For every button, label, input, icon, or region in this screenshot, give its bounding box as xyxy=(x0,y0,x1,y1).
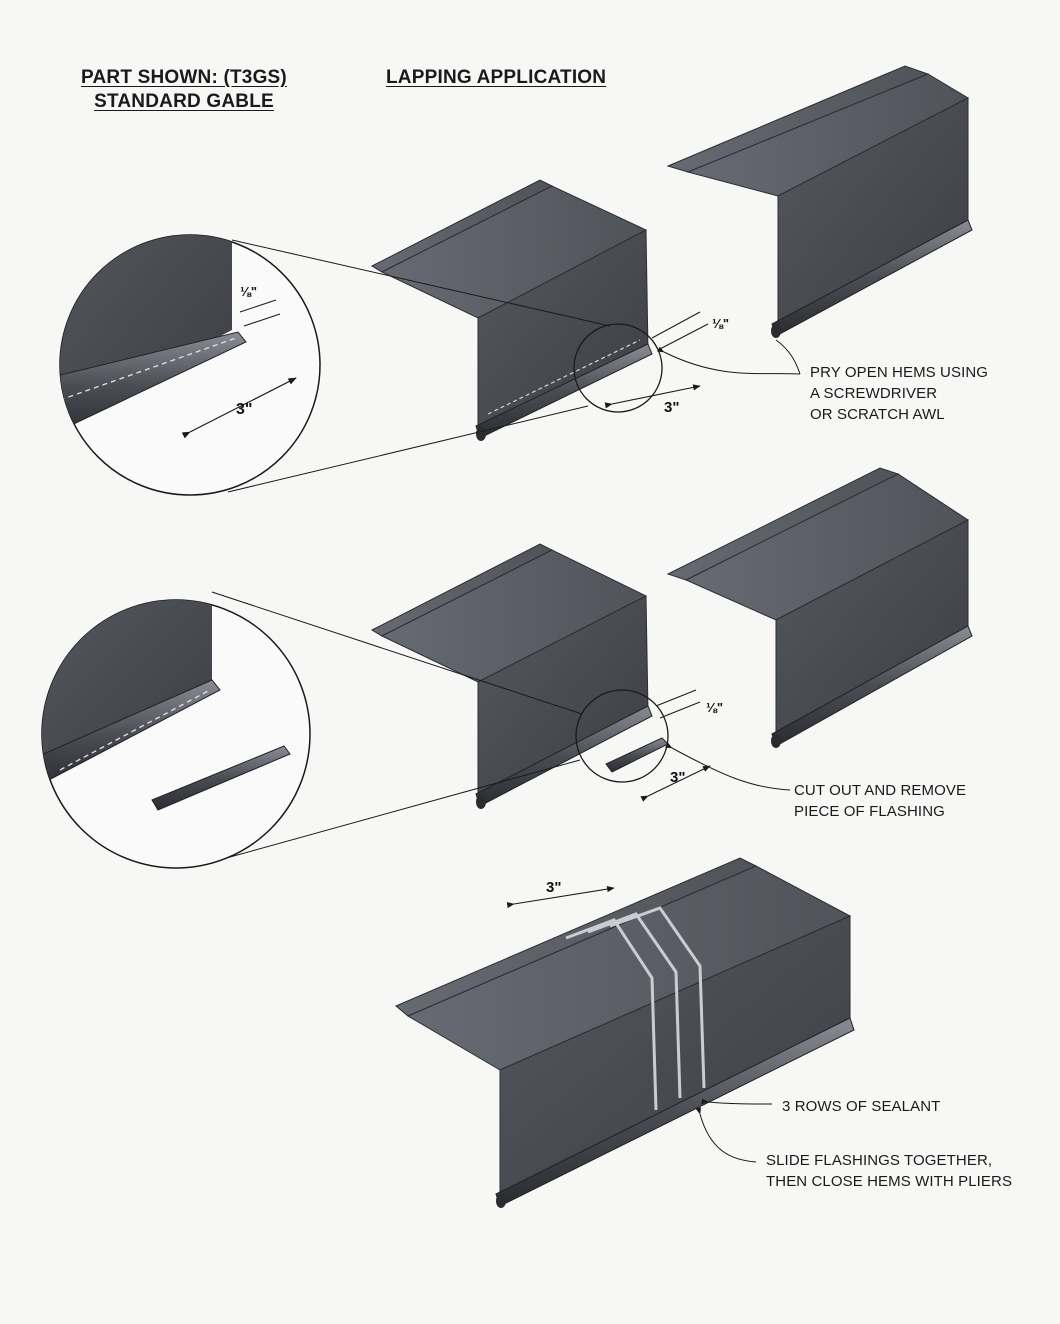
step2-dimensions: ⅛" 3" xyxy=(640,689,791,802)
step2-length-dim: 3" xyxy=(670,769,685,786)
step3-close-line2: THEN CLOSE HEMS WITH PLIERS xyxy=(766,1173,1013,1190)
removed-flashing-piece xyxy=(605,737,669,773)
step2-gap-dim: ⅛" xyxy=(706,700,723,715)
step1-dimensions: ⅛" 3" xyxy=(604,311,801,416)
step3-close-line1: SLIDE FLASHINGS TOGETHER, xyxy=(766,1152,993,1169)
step1-right-flashing xyxy=(666,65,973,338)
step1-length-dim: 3" xyxy=(664,399,679,416)
sealant-rows xyxy=(565,906,706,1111)
part-shown-title: PART SHOWN: (T3GS) STANDARD GABLE xyxy=(68,66,300,114)
step1-note-line3: OR SCRATCH AWL xyxy=(810,406,945,423)
sealant-note: 3 ROWS OF SEALANT xyxy=(782,1098,941,1115)
application-title: LAPPING APPLICATION xyxy=(386,67,607,88)
step1-gap-dim: ⅛" xyxy=(712,316,729,331)
detail1-length-dim: 3" xyxy=(236,401,252,418)
step1-note-line1: PRY OPEN HEMS USING xyxy=(810,364,989,381)
step3-assembled-flashing xyxy=(395,857,855,1208)
part-shown-line1: PART SHOWN: (T3GS) xyxy=(81,67,287,88)
step3-close-note: SLIDE FLASHINGS TOGETHER, THEN CLOSE HEM… xyxy=(766,1150,1012,1192)
step2-note: CUT OUT AND REMOVE PIECE OF FLASHING xyxy=(794,780,966,822)
step2-note-line1: CUT OUT AND REMOVE xyxy=(794,782,967,799)
step1-detail-callout: ⅛" 3" xyxy=(59,234,663,496)
detail1-gap-dim: ⅛" xyxy=(240,284,257,299)
step2-note-line2: PIECE OF FLASHING xyxy=(794,803,945,820)
step1-note-line2: A SCREWDRIVER xyxy=(810,385,938,402)
step3-dimensions: 3" xyxy=(506,879,773,1163)
step3-overlap-dim: 3" xyxy=(546,879,561,896)
part-shown-line2: STANDARD GABLE xyxy=(94,91,274,112)
step1-left-flashing xyxy=(370,179,653,441)
step2-left-flashing xyxy=(370,543,653,809)
step2-right-flashing xyxy=(666,467,973,748)
step1-note: PRY OPEN HEMS USING A SCREWDRIVER OR SCR… xyxy=(810,362,988,425)
